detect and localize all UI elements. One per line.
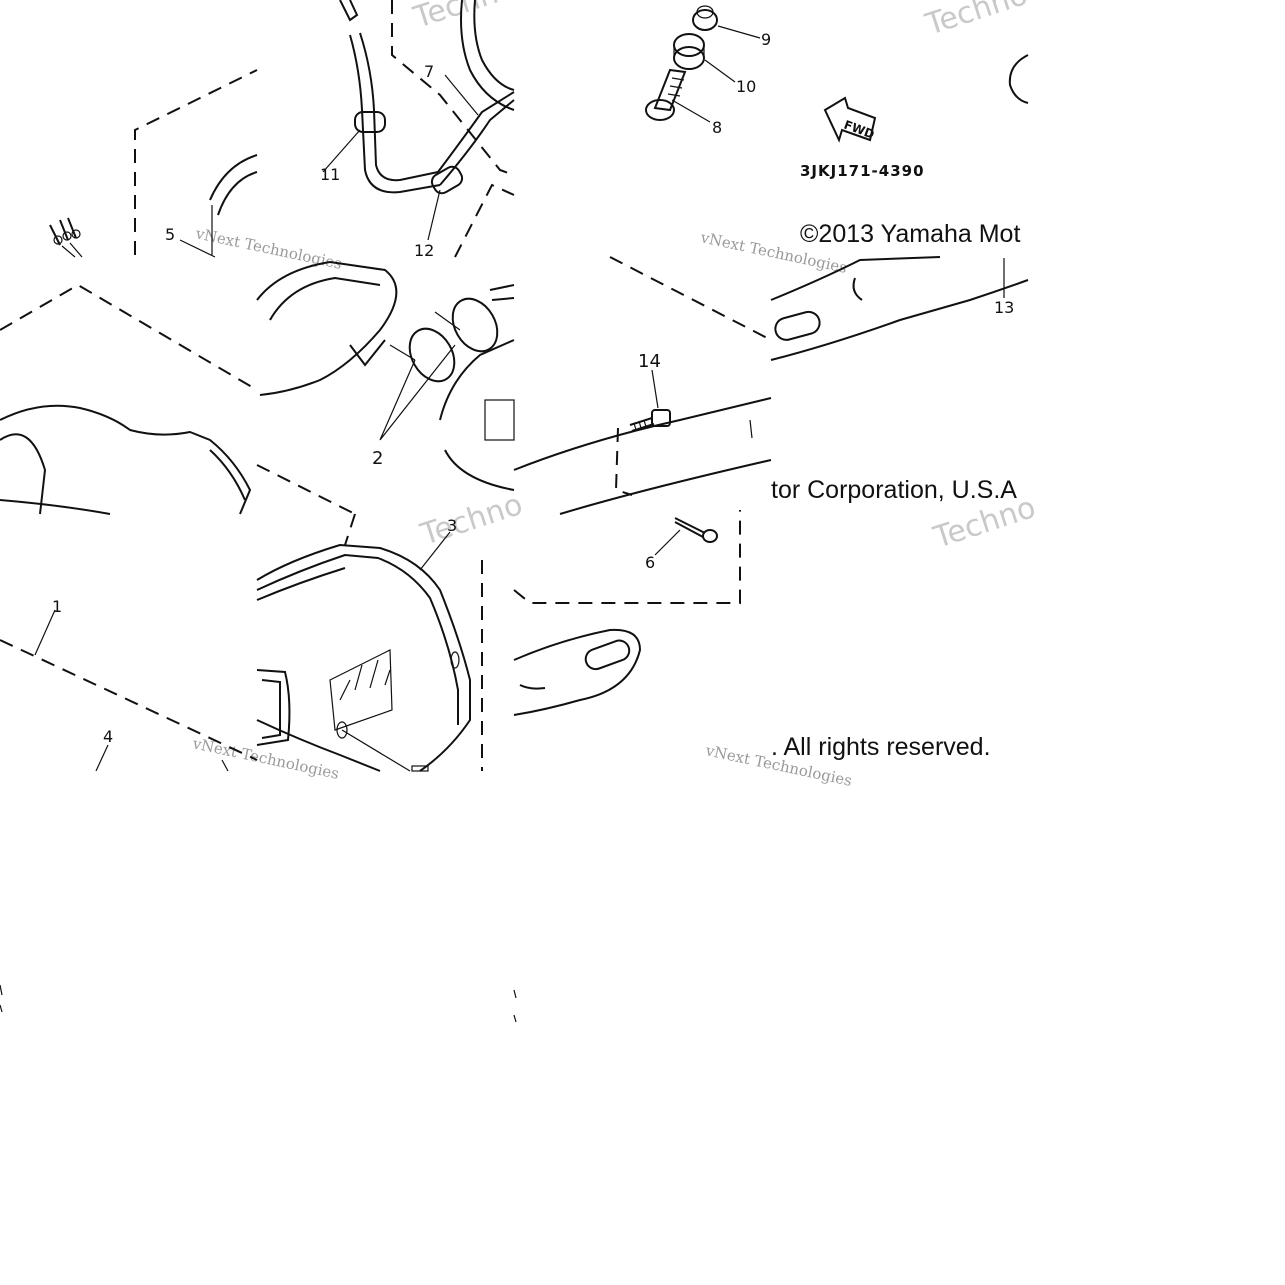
watermark-techno-3: Techno xyxy=(416,487,527,553)
tile-row2-right-center xyxy=(513,256,772,515)
tile-row2-left xyxy=(0,283,258,515)
fwd-arrow-icon: FWD xyxy=(823,96,876,143)
callout-14: 14 xyxy=(638,351,661,372)
edge-artifacts xyxy=(0,984,517,1023)
bolt-14 xyxy=(629,409,671,432)
tile-top-right: FWD 3JKJ171-4390 xyxy=(800,54,1029,180)
tile-row3-right-center xyxy=(513,510,741,716)
watermark-vnext-3: vNext Technologies xyxy=(190,734,340,783)
watermark-techno-2: Techno xyxy=(921,0,1032,43)
fwd-label: FWD xyxy=(842,118,876,142)
callout-2: 2 xyxy=(372,448,383,469)
copyright-fragment-3: . All rights reserved. xyxy=(771,733,991,761)
callout-3: 3 xyxy=(447,516,457,535)
copyright-fragment-1: ©2013 Yamaha Mot xyxy=(800,220,1020,248)
tile-row2-right xyxy=(770,256,1029,361)
callout-5: 5 xyxy=(165,225,175,244)
callout-8: 8 xyxy=(712,118,722,137)
watermark-vnext-1: vNext Technologies xyxy=(193,224,343,273)
copyright-fragment-2: tor Corporation, U.S.A xyxy=(771,476,1017,504)
callout-10: 10 xyxy=(736,77,756,96)
part-code: 3JKJ171-4390 xyxy=(800,162,925,180)
tile-row2-center xyxy=(256,260,515,515)
tile-top-left xyxy=(49,69,258,258)
callout-labels: 1 2 3 4 5 6 7 8 9 10 11 12 13 14 xyxy=(52,30,1014,746)
copyright-notice: ©2013 Yamaha Mot tor Corporation, U.S.A … xyxy=(771,220,1020,761)
tile-top-right-center xyxy=(645,5,761,123)
callout-6: 6 xyxy=(645,553,655,572)
callout-11: 11 xyxy=(320,165,340,184)
callout-9: 9 xyxy=(761,30,771,49)
callout-12: 12 xyxy=(414,241,434,260)
callout-4: 4 xyxy=(103,727,113,746)
callout-7: 7 xyxy=(424,62,434,81)
callout-1: 1 xyxy=(52,597,62,616)
callout-13: 13 xyxy=(994,298,1014,317)
tile-row3-center xyxy=(256,513,483,772)
tile-top-center xyxy=(322,0,515,258)
tile-row3-left xyxy=(0,609,258,772)
watermark-techno-1: Techno xyxy=(409,0,520,36)
watermark-layer: Techno Techno Techno Techno vNext Techno… xyxy=(190,0,1040,790)
screw-6 xyxy=(674,517,718,543)
